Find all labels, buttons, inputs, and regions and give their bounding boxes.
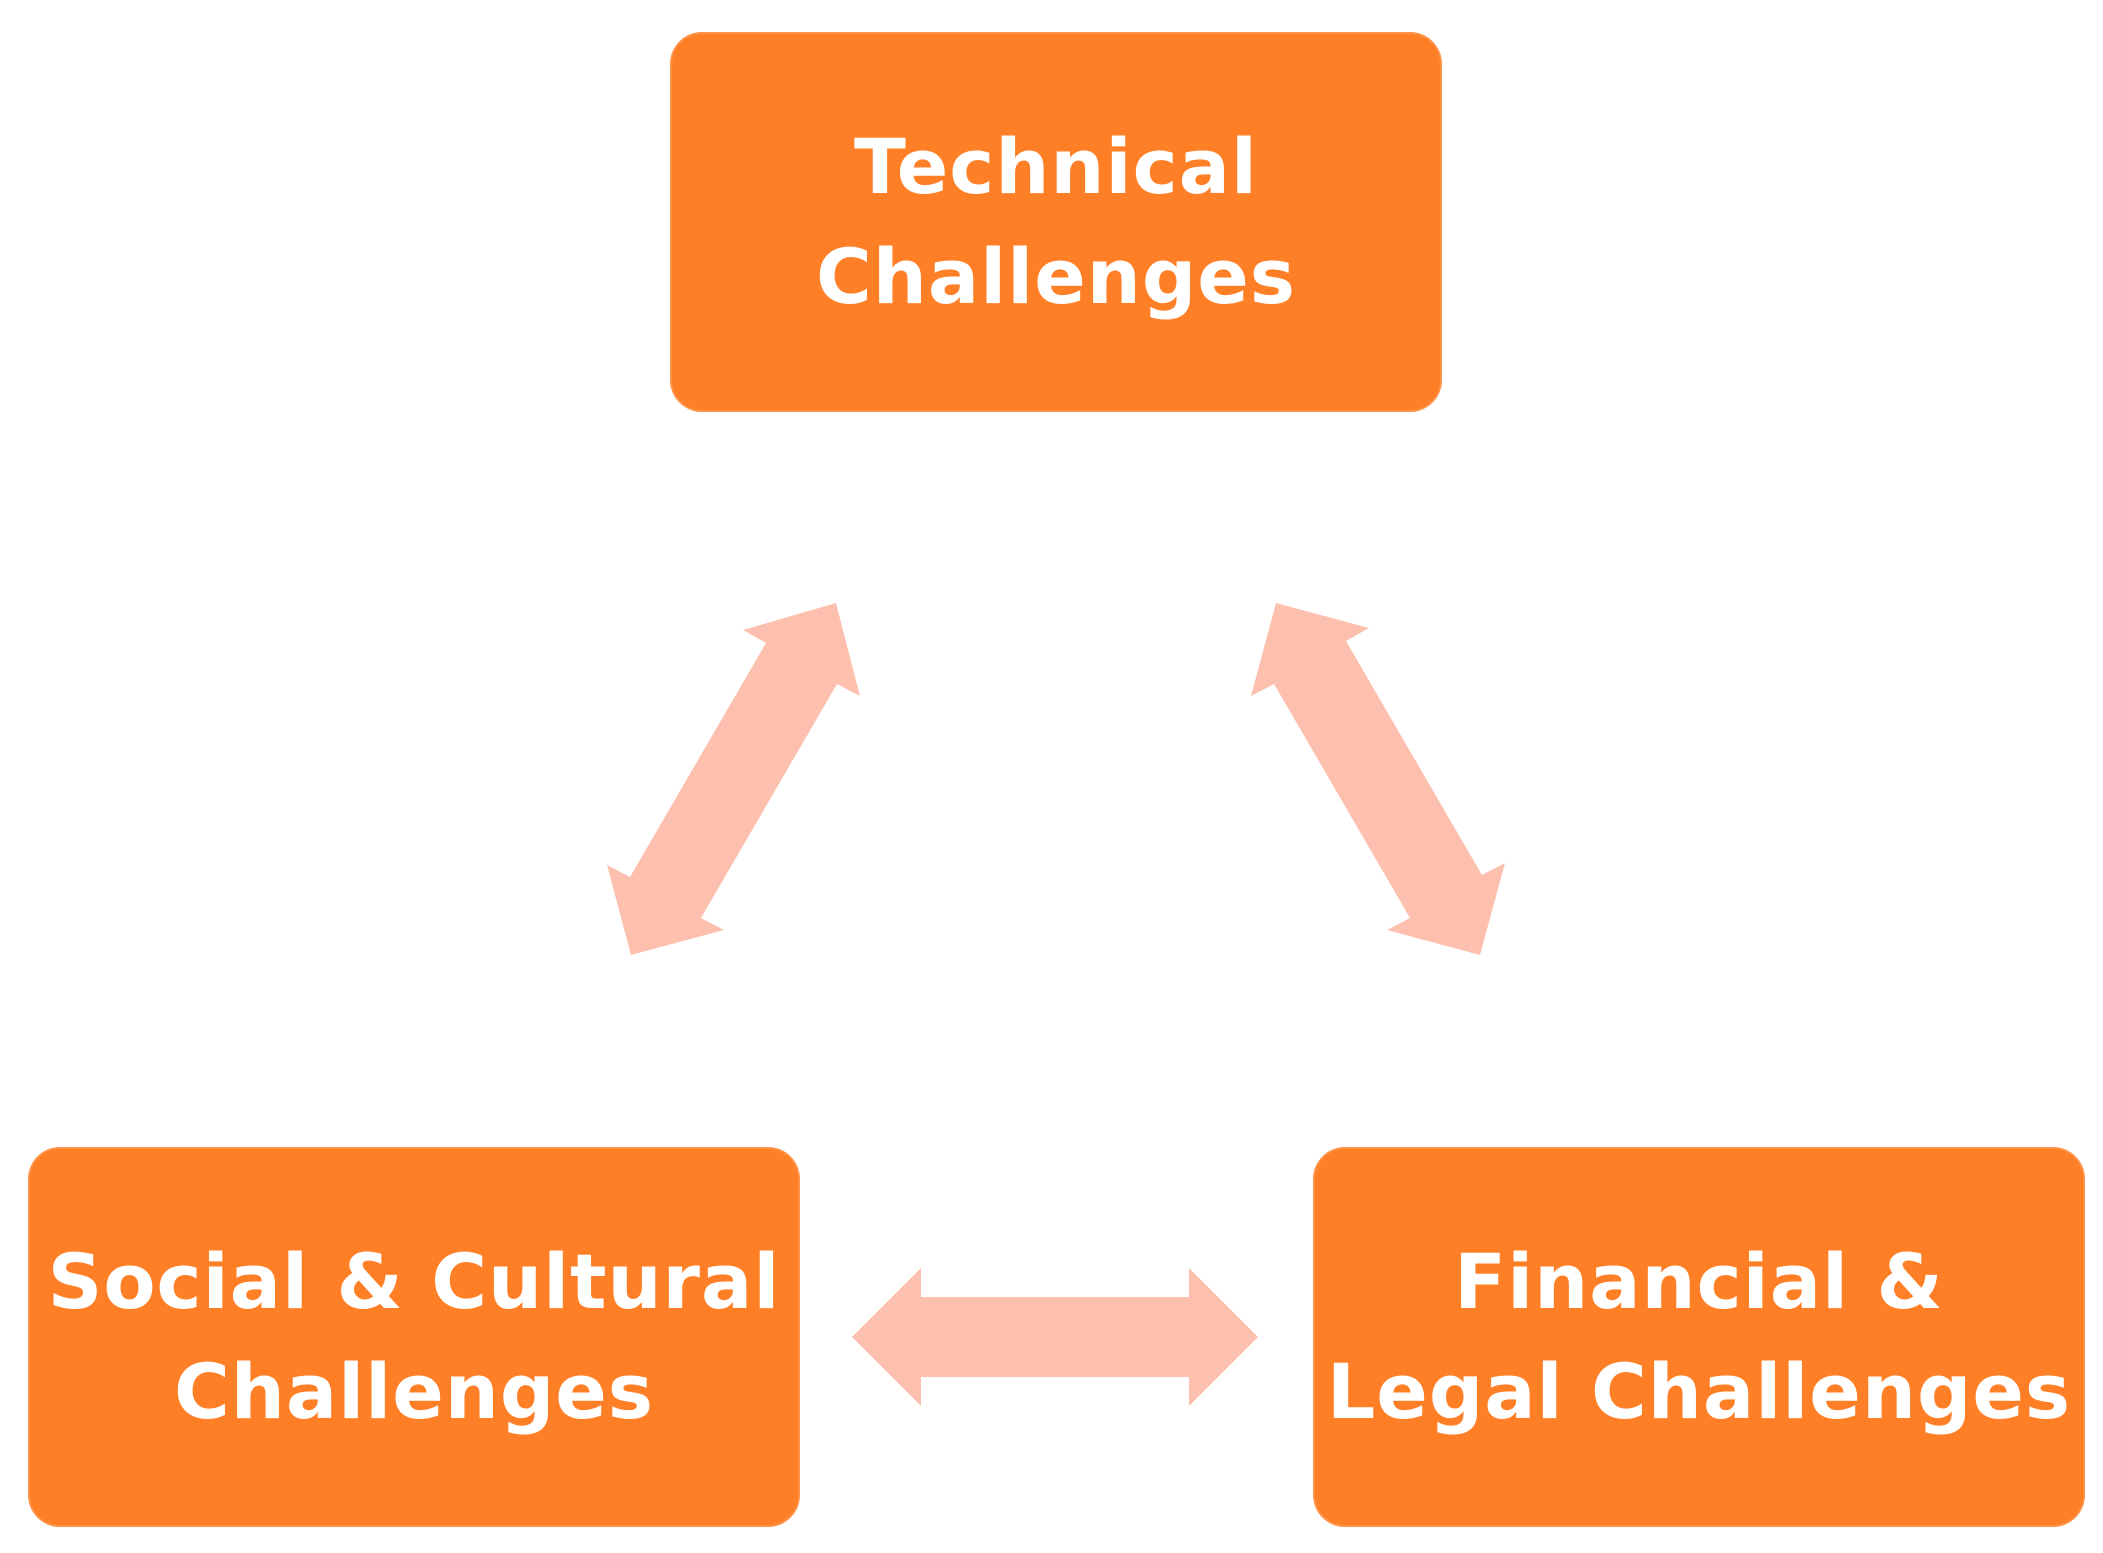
arrow-technical-social (607, 603, 860, 955)
node-social-cultural-challenges: Social & Cultural Challenges (28, 1147, 800, 1527)
arrow-social-financial (852, 1268, 1258, 1406)
node-social-label: Social & Cultural Challenges (47, 1236, 781, 1436)
node-technical-challenges: Technical Challenges (670, 32, 1442, 412)
node-financial-label: Financial & Legal Challenges (1326, 1236, 2072, 1436)
arrow-technical-financial (1251, 603, 1505, 955)
node-technical-label: Technical Challenges (815, 121, 1297, 321)
node-financial-legal-challenges: Financial & Legal Challenges (1313, 1147, 2085, 1527)
